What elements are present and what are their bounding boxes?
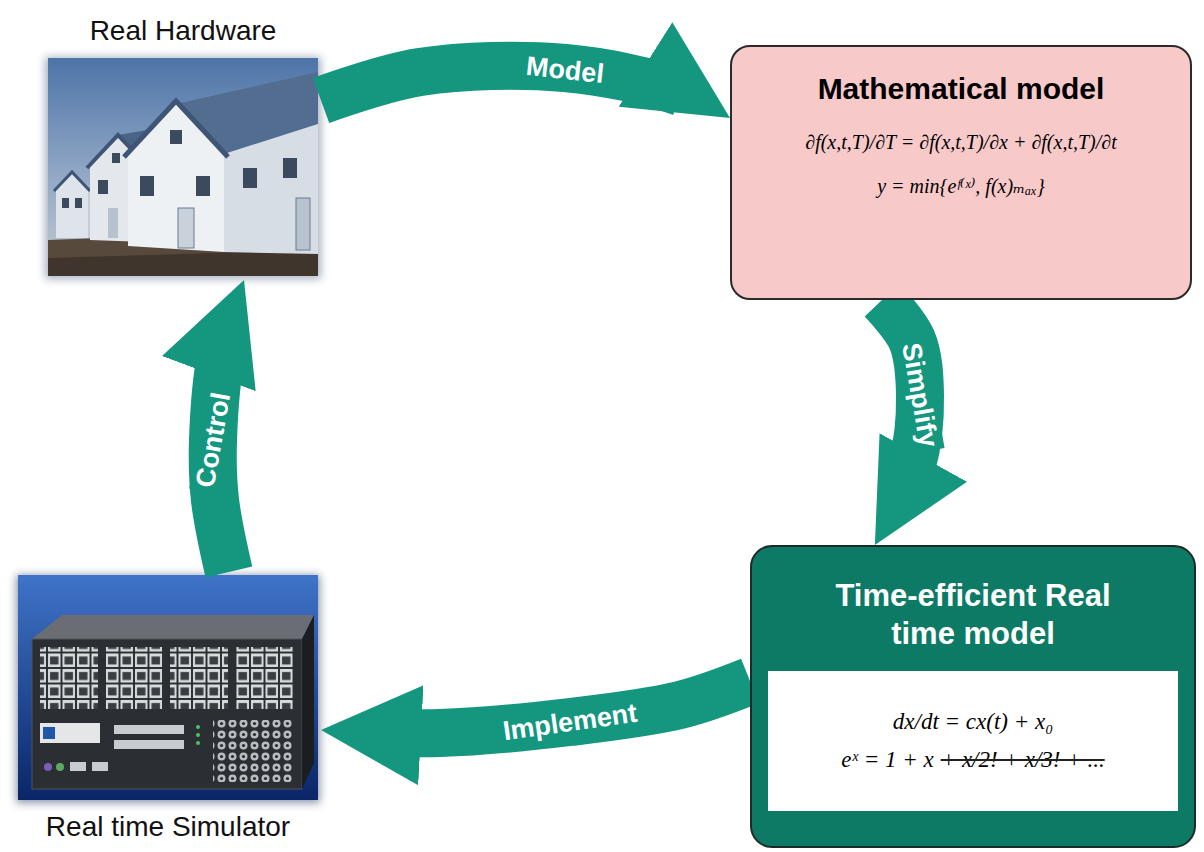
heading-group: Mathematical model xyxy=(746,71,1176,107)
simulator-photo xyxy=(213,720,293,782)
house-photo xyxy=(54,172,90,191)
house-photo xyxy=(75,198,82,208)
text-line: Real time Simulator xyxy=(46,810,290,844)
text-line: Real Hardware xyxy=(90,14,277,48)
simulator-photo xyxy=(44,763,52,771)
node-heading: Real time Simulator xyxy=(46,811,290,842)
simulator-photo xyxy=(70,762,86,771)
heading-group: Time-efficient Real time model xyxy=(823,577,1123,653)
text-line: Mathematical model xyxy=(746,71,1176,107)
node-heading: Real Hardware xyxy=(90,15,277,46)
simulator-photo xyxy=(114,725,184,734)
simulator-photo xyxy=(196,725,200,729)
house-photo xyxy=(98,180,108,194)
house-photo xyxy=(45,57,321,279)
text-line: ∂f(x,t,T)/∂T = ∂f(x,t,T)/∂x + ∂f(x,t,T)/… xyxy=(746,129,1176,155)
house-photo xyxy=(243,168,257,188)
simulator-photo xyxy=(56,763,64,771)
house-photo xyxy=(112,153,120,163)
heading-group: Real time Simulator xyxy=(46,810,290,844)
equation-text: ∂f(x,t,T)/∂T = ∂f(x,t,T)/∂x + ∂f(x,t,T)/… xyxy=(805,131,1116,153)
simulator-photo xyxy=(43,727,55,739)
equation-text: y = min{eᶠ⁽ˣ⁾, f(x)ₘₐₓ} xyxy=(877,175,1045,197)
house-photo xyxy=(62,198,69,208)
house-photo xyxy=(178,208,194,248)
arrow-label: Simplify xyxy=(895,337,944,454)
node-heading: Mathematical model xyxy=(818,72,1105,105)
house-photo xyxy=(283,158,297,178)
simulator-photo xyxy=(18,575,318,800)
realtime-model-box: Time-efficient Real time model dx/dt = cx… xyxy=(750,545,1196,848)
house-photo xyxy=(128,104,224,252)
simulator-photo xyxy=(302,615,314,789)
text-line: y = min{eᶠ⁽ˣ⁾, f(x)ₘₐₓ} xyxy=(746,173,1176,199)
text-line: Time-efficient Real time model xyxy=(823,577,1123,653)
house-photo xyxy=(48,58,318,276)
simulator-photo xyxy=(16,575,320,803)
simulator-photo xyxy=(105,647,163,709)
house-photo xyxy=(48,250,318,276)
house-photo xyxy=(224,124,318,254)
house-photo xyxy=(45,57,321,279)
arrow-label: Control xyxy=(189,386,237,494)
equation-group: ∂f(x,t,T)/∂T = ∂f(x,t,T)/∂x + ∂f(x,t,T)/… xyxy=(746,129,1176,199)
equation-text: dx/dt = cx(t) + x₀ xyxy=(893,709,1053,734)
arrow-label: Implement xyxy=(497,697,643,747)
simulator-photo xyxy=(40,647,98,709)
house-photo xyxy=(124,101,228,157)
house-photo xyxy=(296,198,310,250)
house-photo xyxy=(170,130,182,144)
simulator-photo xyxy=(32,639,302,789)
simulator-photo xyxy=(114,740,184,749)
heading-group: Real Hardware xyxy=(90,14,277,48)
model-box: Mathematical model ∂f(x,t,T)/∂T = ∂f(x,t,… xyxy=(730,45,1192,300)
house-photo xyxy=(108,208,118,238)
house-photo xyxy=(140,176,154,196)
text-line: eˣ = 1 + x + x/2! + x/3! + ... xyxy=(776,745,1170,775)
equation-text: + x/2! + x/3! + ... xyxy=(941,747,1105,772)
simulator-node: Real time Simulator xyxy=(15,572,321,846)
simulator-photo xyxy=(196,741,200,745)
simulator-photo xyxy=(40,723,100,743)
arrow-label: Model xyxy=(521,51,610,90)
simulator-photo xyxy=(92,762,108,771)
hardware-node: Real Hardware xyxy=(45,8,321,280)
equation-text: eˣ = 1 + x xyxy=(841,747,933,772)
simulator-photo xyxy=(170,647,228,709)
node-heading: Time-efficient Real time model xyxy=(835,578,1110,651)
simulator-photo xyxy=(16,575,320,803)
simulator-photo xyxy=(196,733,200,737)
text-line: dx/dt = cx(t) + x₀ xyxy=(776,707,1170,737)
simulator-photo xyxy=(235,647,293,709)
simulator-photo xyxy=(32,615,314,639)
house-photo xyxy=(196,176,210,196)
equation-panel: dx/dt = cx(t) + x₀ eˣ = 1 + x + x/2! + x/3… xyxy=(768,671,1178,811)
